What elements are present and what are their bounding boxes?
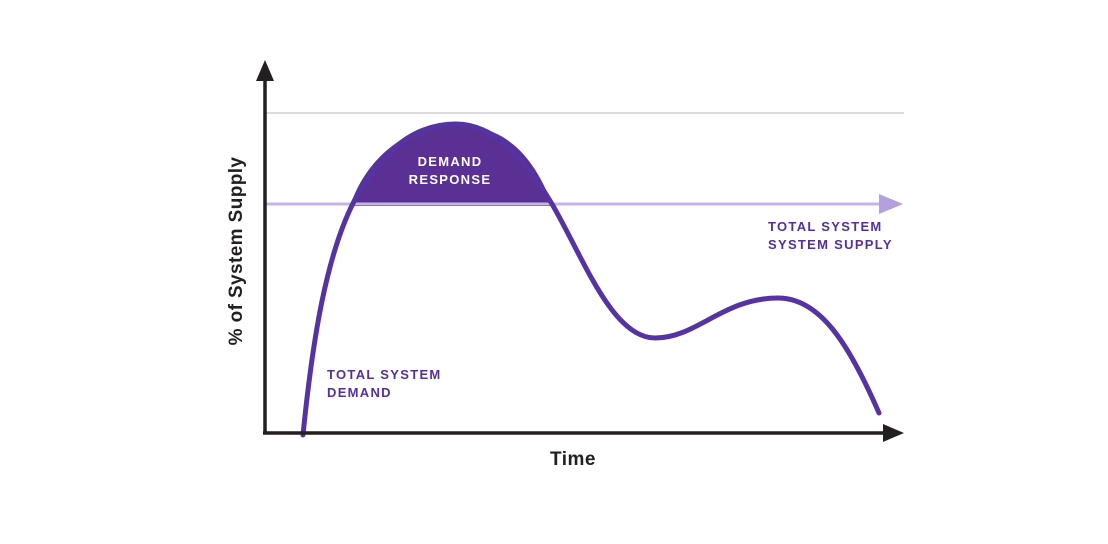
- supply-line-arrowhead-icon: [879, 194, 903, 214]
- y-axis-arrowhead-icon: [256, 60, 274, 81]
- x-axis-arrowhead-icon: [883, 424, 904, 442]
- demand-curve: [300, 121, 882, 438]
